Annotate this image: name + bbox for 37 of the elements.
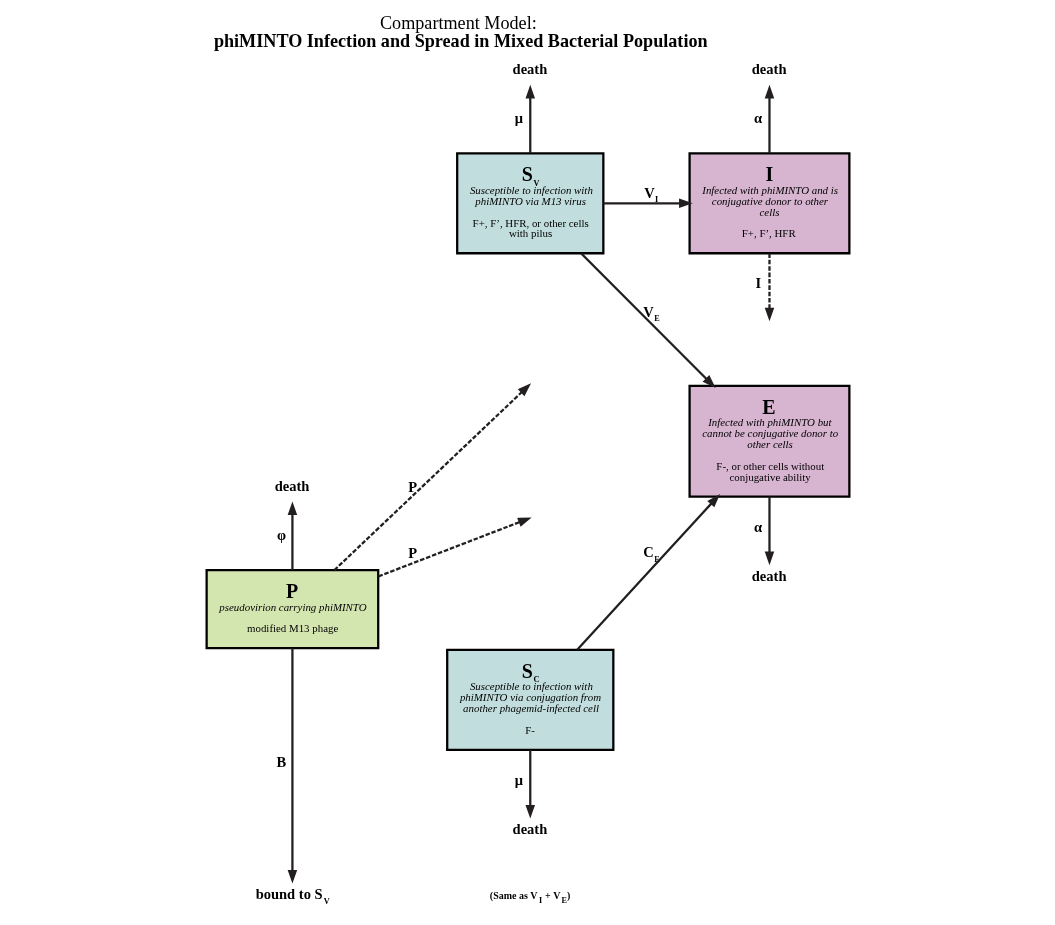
arrow xyxy=(377,517,532,578)
node-box: I Infected with phiMINTO and is conjugative donor to other cells F+, F’, HFR xyxy=(687,152,850,255)
edge-label: V$_{E}$ xyxy=(642,303,660,324)
arrow xyxy=(579,252,716,389)
arrow xyxy=(287,501,297,570)
edge-label: I xyxy=(754,275,761,292)
edge-label: μ xyxy=(514,772,523,789)
diagram-title: Compartment Model: phiMINTO Infection and Spread in Mixed Bacterial Population xyxy=(213,13,708,52)
edge-label: V$_{I}$ xyxy=(643,184,658,205)
label: (Same as V$_{I}$ + V$_{E}$) xyxy=(489,889,570,906)
node-box: S$_{V}$ Susceptible to infection with phiMINTO via M13 virus F+, F’, HFR, or other cells with pilus xyxy=(455,152,604,255)
arrow xyxy=(525,84,535,154)
node-box: S$_{C}$ Susceptible to infection with phiMINTO via conjugation from another phagemid-infected cell F- xyxy=(445,648,614,751)
arrow xyxy=(333,383,531,571)
arrow xyxy=(764,496,774,566)
node-text: death xyxy=(751,61,786,78)
edge-label: B xyxy=(276,753,286,770)
node-box: P pseudovirion carrying phiMINTO modified M13 phage xyxy=(205,568,379,650)
edge-label: C$_{E}$ xyxy=(642,544,660,564)
arrow xyxy=(602,198,693,209)
arrow xyxy=(525,750,535,819)
node-text: death xyxy=(274,477,309,494)
edge-label: α xyxy=(753,110,762,127)
arrow xyxy=(764,84,774,154)
node-text: death xyxy=(512,821,547,838)
arrow xyxy=(764,253,774,322)
arrow xyxy=(575,494,720,651)
node-text: death xyxy=(751,567,786,584)
edge-label: α xyxy=(753,518,762,535)
node-box: E Infected with phiMINTO but cannot be conjugative donor to other cells F-, or other cells without conjugative ability xyxy=(687,384,850,498)
edge-label: P xyxy=(407,478,417,495)
edge-label: φ xyxy=(276,526,286,543)
node-text: bound to S$_{V}$ xyxy=(255,886,330,906)
edge-label: P xyxy=(407,545,417,562)
node-text: death xyxy=(512,61,547,78)
arrow xyxy=(287,648,297,884)
edge-label: μ xyxy=(514,110,523,127)
